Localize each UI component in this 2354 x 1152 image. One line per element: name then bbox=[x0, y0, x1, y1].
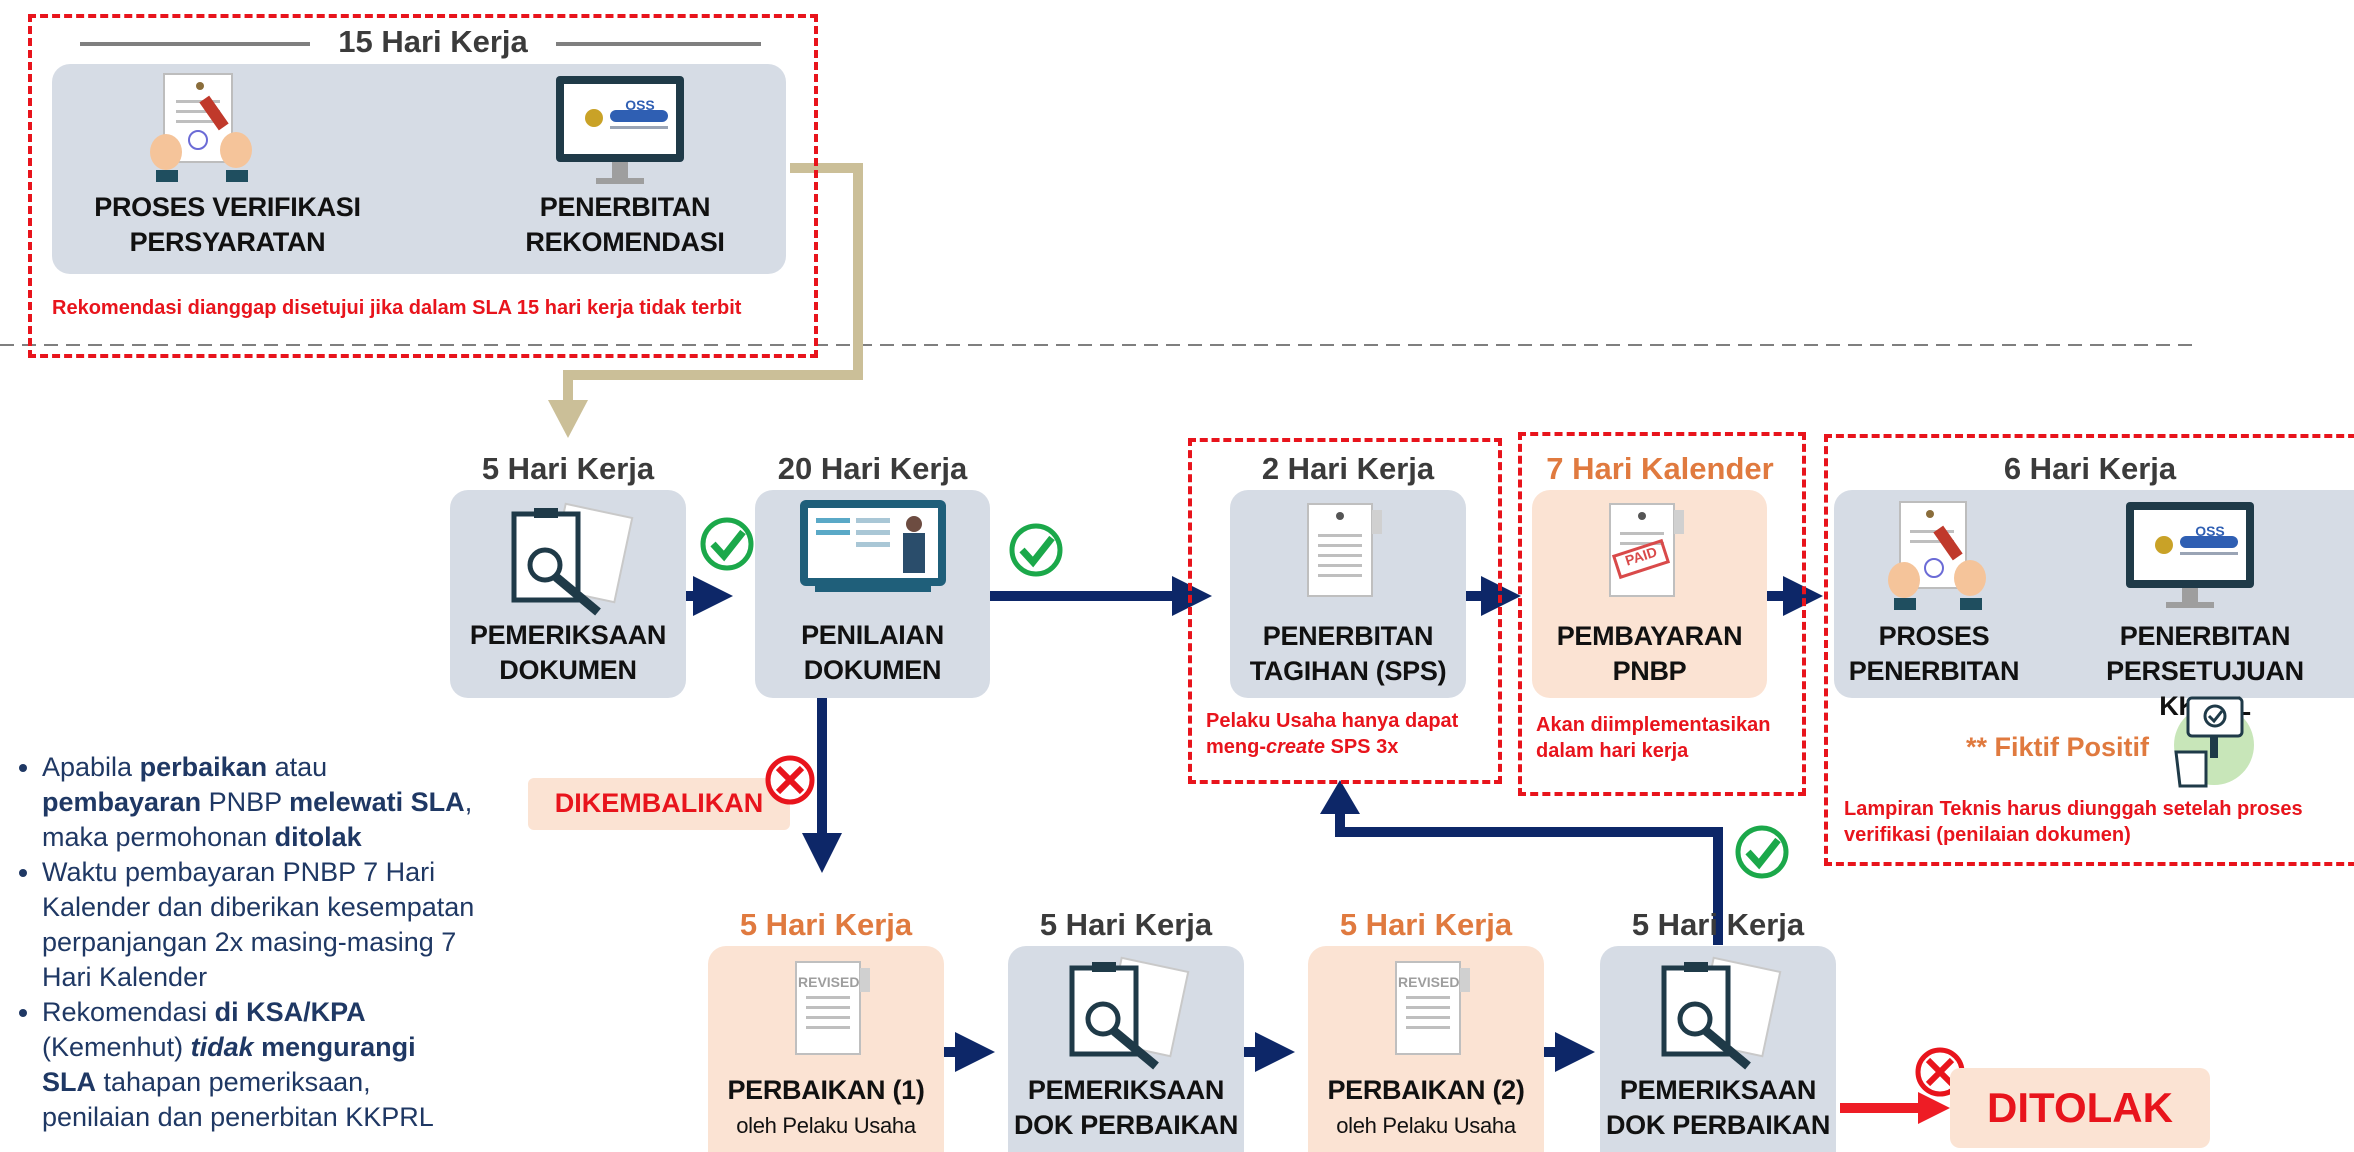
note-item: Rekomendasi di KSA/KPA (Kemenhut) tidak … bbox=[42, 995, 476, 1135]
penerbitan-header: 6 Hari Kerja bbox=[2003, 451, 2177, 486]
khaki-arrowhead bbox=[548, 400, 588, 438]
tagihan-header: 2 Hari Kerja bbox=[1261, 451, 1435, 486]
pembayaran-header: 7 Hari Kalender bbox=[1546, 451, 1774, 486]
pemeriksaan2-header: 5 Hari Kerja bbox=[1631, 907, 1805, 942]
ditolak-badge bbox=[1950, 1068, 2210, 1148]
perbaikan2-header: 5 Hari Kerja bbox=[1339, 907, 1513, 942]
top-header-line-right bbox=[556, 42, 761, 46]
note-item: Apabila perbaikan atau pembayaran PNBP m… bbox=[42, 750, 476, 855]
penilaian-header: 20 Hari Kerja bbox=[777, 451, 968, 486]
red-arrowhead bbox=[1918, 1092, 1950, 1124]
penerbitan-note: Lampiran Teknis harus diunggah setelah p… bbox=[1844, 798, 2303, 846]
top-dashed-frame bbox=[28, 14, 818, 358]
dikembalikan-badge bbox=[528, 778, 790, 830]
ditolak-label: DITOLAK bbox=[1987, 1084, 2173, 1131]
perbaikan1-header: 5 Hari Kerja bbox=[739, 907, 913, 942]
arrow-loop-to-tagihan bbox=[1335, 812, 1723, 945]
penerbitan-dashed-frame bbox=[1824, 434, 2354, 866]
dikembalikan-label: DIKEMBALIKAN bbox=[554, 788, 764, 818]
oss-logo-top: OSS bbox=[625, 97, 655, 113]
revised-stamp: REVISED bbox=[1398, 974, 1460, 990]
pembayaran-dashed-frame bbox=[1518, 432, 1806, 796]
tagihan-dashed-frame bbox=[1188, 438, 1502, 784]
loop-arrowhead bbox=[1320, 780, 1360, 814]
top-header-line-left bbox=[80, 42, 310, 46]
pemeriksaan-header: 5 Hari Kerja bbox=[481, 451, 655, 486]
khaki-connector bbox=[563, 163, 863, 405]
top-note: Rekomendasi dianggap disetujui jika dala… bbox=[52, 297, 742, 319]
tagihan-note: Pelaku Usaha hanya dapat meng-create SPS… bbox=[1206, 710, 1459, 758]
perbaikan1-label: PERBAIKAN (1)oleh Pelaku Usaha bbox=[727, 1075, 925, 1138]
notes-list: Apabila perbaikan atau pembayaran PNBP m… bbox=[6, 750, 476, 1135]
oss-logo-penerbitan: OSS bbox=[2195, 523, 2225, 539]
top-header: 15 Hari Kerja bbox=[338, 24, 528, 59]
fiktif-positif-label: ** Fiktif Positif bbox=[1966, 732, 2150, 762]
pemeriksaan1-header: 5 Hari Kerja bbox=[1039, 907, 1213, 942]
perbaikan2-label: PERBAIKAN (2)oleh Pelaku Usaha bbox=[1327, 1075, 1525, 1138]
note-item: Waktu pembayaran PNBP 7 Hari Kalender da… bbox=[42, 855, 476, 995]
revised-stamp: REVISED bbox=[798, 974, 860, 990]
